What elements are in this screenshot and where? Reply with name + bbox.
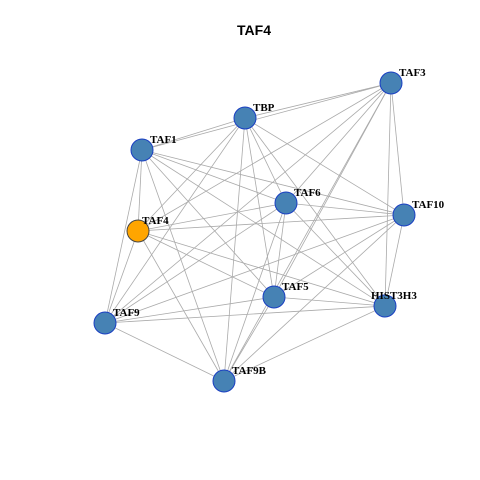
node-taf3[interactable] [379, 71, 403, 95]
edge-taf6-taf9b [223, 202, 287, 382]
node-label-taf1: TAF1 [150, 134, 177, 146]
edge-taf6-taf4 [137, 202, 287, 232]
edge-layer [104, 82, 405, 382]
node-taf4[interactable] [126, 219, 150, 243]
edge-taf6-taf10 [285, 202, 405, 216]
edge-tbp-hist3h3 [244, 117, 386, 307]
edge-taf9-taf9b [104, 322, 225, 382]
edge-tbp-taf9 [104, 117, 246, 324]
edge-taf3-taf6 [285, 82, 392, 204]
edge-taf1-taf6 [141, 149, 287, 204]
node-label-taf10: TAF10 [412, 199, 445, 211]
edge-tbp-taf4 [137, 117, 246, 232]
node-taf10[interactable] [392, 203, 416, 227]
edge-hist3h3-taf9 [104, 305, 386, 324]
edge-taf6-taf5 [273, 202, 287, 298]
node-label-taf4: TAF4 [142, 215, 169, 227]
edge-taf3-tbp [244, 82, 392, 119]
edge-taf3-taf1 [141, 82, 392, 151]
node-label-taf3: TAF3 [399, 67, 426, 79]
edge-tbp-taf9b [223, 117, 246, 382]
edge-taf3-taf4 [137, 82, 392, 232]
node-label-hist3h3: HIST3H3 [371, 290, 417, 302]
node-taf9b[interactable] [212, 369, 236, 393]
edge-taf10-taf4 [137, 214, 405, 232]
node-taf1[interactable] [130, 138, 154, 162]
node-label-taf9: TAF9 [113, 307, 140, 319]
edge-taf5-hist3h3 [273, 296, 386, 307]
node-hist3h3[interactable] [373, 294, 397, 318]
edge-taf3-taf9b [223, 82, 392, 382]
node-tbp[interactable] [233, 106, 257, 130]
edge-taf3-taf5 [273, 82, 392, 298]
node-label-taf6: TAF6 [294, 187, 321, 199]
edge-taf1-taf9 [104, 149, 143, 324]
edge-taf4-taf9 [104, 230, 139, 324]
edge-taf10-taf5 [273, 214, 405, 298]
edge-taf5-taf9 [104, 296, 275, 324]
edge-taf1-taf5 [141, 149, 275, 298]
graph-title: TAF4 [237, 22, 271, 38]
edge-taf10-hist3h3 [384, 214, 405, 307]
edge-hist3h3-taf9b [223, 305, 386, 382]
node-taf5[interactable] [262, 285, 286, 309]
edge-tbp-taf6 [244, 117, 287, 204]
node-label-tbp: TBP [253, 102, 275, 114]
node-taf9[interactable] [93, 311, 117, 335]
edge-taf1-hist3h3 [141, 149, 386, 307]
edge-taf10-taf9b [223, 214, 405, 382]
edge-taf10-taf9 [104, 214, 405, 324]
edge-taf4-taf9b [137, 230, 225, 382]
edge-taf6-taf9 [104, 202, 287, 324]
edge-taf1-taf10 [141, 149, 405, 216]
edge-taf3-taf10 [390, 82, 405, 216]
node-label-taf9b: TAF9B [232, 365, 267, 377]
edge-taf1-taf4 [137, 149, 143, 232]
edge-tbp-taf1 [141, 117, 246, 151]
edge-taf5-taf9b [223, 296, 275, 382]
edge-taf3-taf9 [104, 82, 392, 324]
edge-taf6-hist3h3 [285, 202, 386, 307]
edge-taf4-hist3h3 [137, 230, 386, 307]
node-layer [93, 71, 416, 393]
node-taf6[interactable] [274, 191, 298, 215]
node-label-taf5: TAF5 [282, 281, 309, 293]
edge-tbp-taf10 [244, 117, 405, 216]
edge-taf4-taf5 [137, 230, 275, 298]
edge-tbp-taf5 [244, 117, 275, 298]
edge-taf3-hist3h3 [384, 82, 392, 307]
edge-taf1-taf9b [141, 149, 225, 382]
